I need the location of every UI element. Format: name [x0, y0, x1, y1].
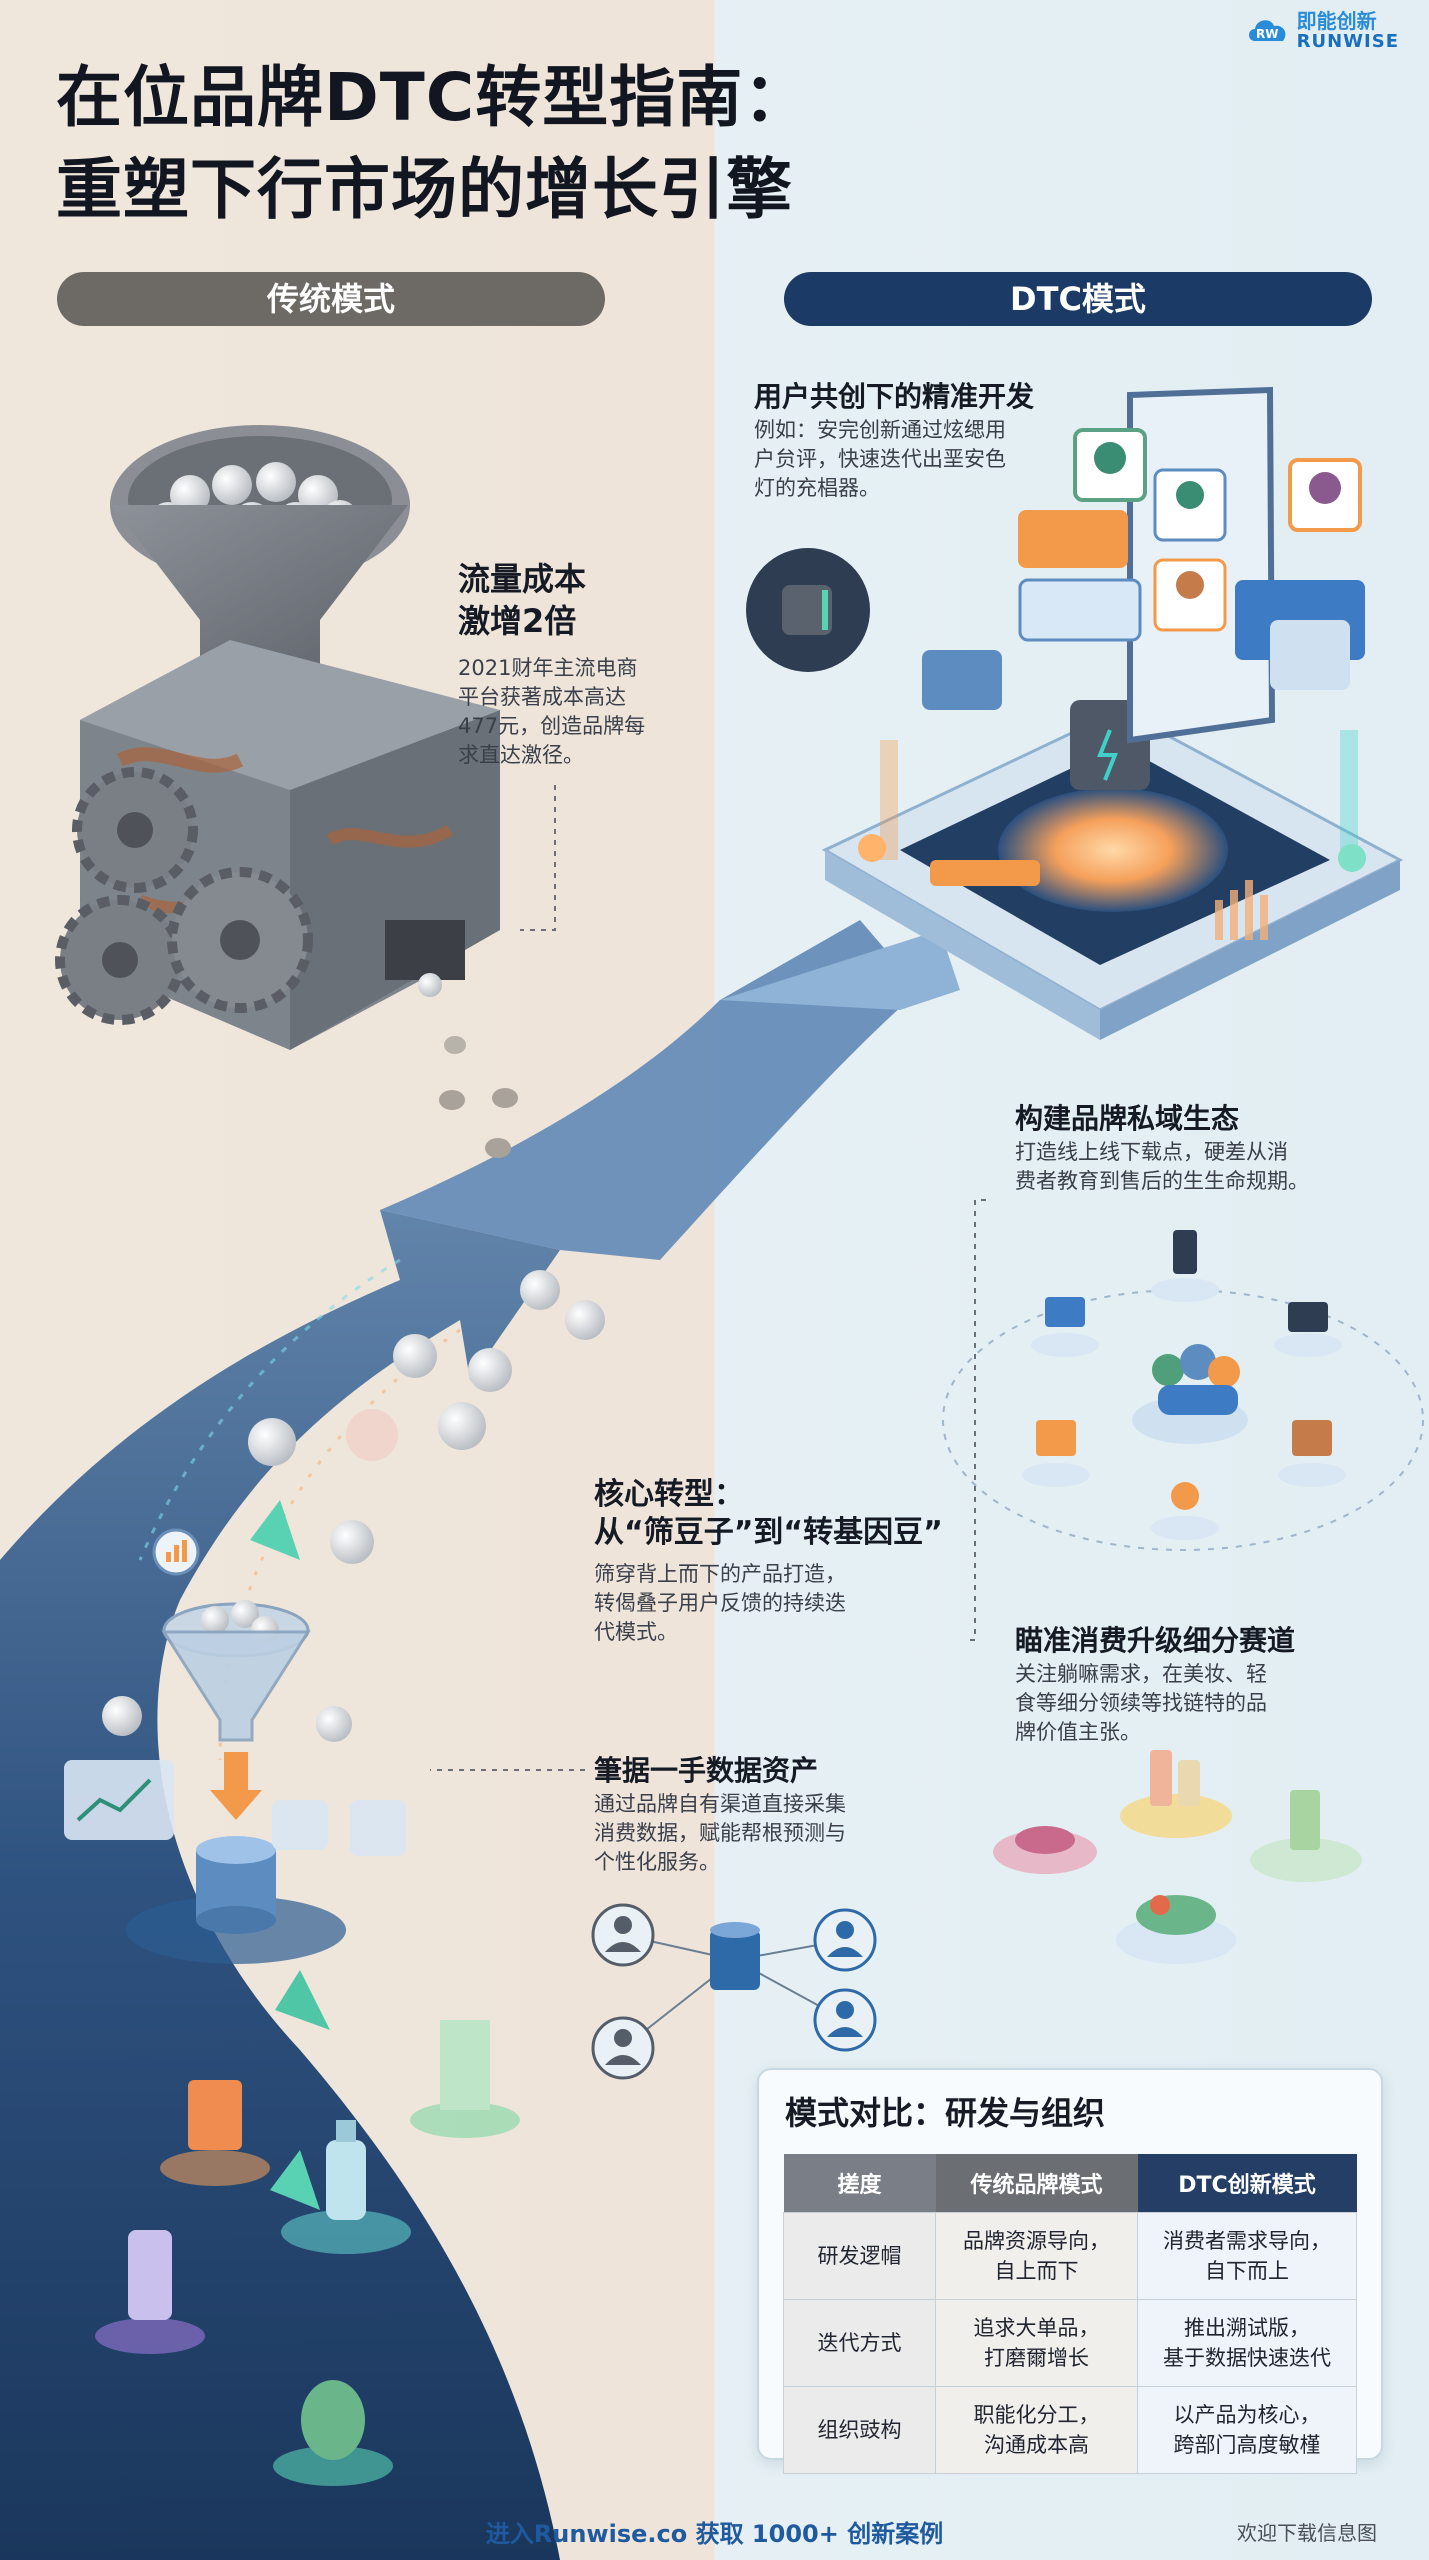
- cell-line: 跨部门高度敏槿: [1173, 2433, 1321, 2457]
- data-assets-body-line: 消费数据，赋能帮根预测与: [594, 1821, 846, 1845]
- dtc-mode-tab: DTC模式: [784, 272, 1372, 326]
- private-domain-title: 构建品牌私域生态: [1015, 1102, 1240, 1135]
- data-assets-section: 筆据一手数据资产 通过品牌自有渠道直接采集 消费数据，赋能帮根预测与 个性化服务…: [594, 1752, 934, 1877]
- traffic-title-line-1: 流量成本: [458, 560, 587, 598]
- rusty-sorting-machine: [55, 425, 518, 1158]
- traffic-body-line: 2021财年主流电商: [458, 656, 638, 680]
- svg-text:RW: RW: [1256, 27, 1278, 41]
- cell-line: 以产品为核心，: [1173, 2403, 1321, 2427]
- row-dimension: 组织豉构: [783, 2386, 936, 2474]
- data-assets-body-line: 通过品牌自有渠道直接采集: [594, 1792, 846, 1816]
- consumer-upgrade-products: [993, 1750, 1362, 1964]
- core-title-line-2: 从“筛豆子”到“转基因豆”: [594, 1515, 943, 1550]
- traditional-mode-tab: 传统模式: [57, 272, 605, 326]
- cell-line: 职能化分工，: [973, 2403, 1100, 2427]
- traffic-cost-section: 流量成本 激增2倍 2021财年主流电商 平台获著成本高达 477元，创造品牌每…: [458, 558, 698, 770]
- traffic-body-line: 477元，创造品牌每: [458, 714, 646, 738]
- logo-english-text: RUNWISE: [1296, 31, 1399, 52]
- transformation-road: [0, 920, 960, 2560]
- row-dtc: 以产品为核心， 跨部门高度敏槿: [1137, 2386, 1357, 2474]
- table-header-row: 搓度 传统品牌模式 DTC创新模式: [783, 2154, 1357, 2213]
- consumer-upgrade-section: 瞄准消费升级细分赛道 关注躺嘛需求，在美妆、轻 食等细分领续等找链特的品 牌价值…: [1015, 1622, 1395, 1747]
- page-title: 在位品牌DTC转型指南： 重塑下行市场的增长引擎: [56, 52, 810, 236]
- cocreation-body-line: 例如：安完创新通过炫缌用: [754, 418, 1006, 442]
- upgrade-body-line: 牌价值主张。: [1015, 1720, 1141, 1744]
- cell-line: 基于数据快速迭代: [1163, 2346, 1331, 2370]
- data-assets-body-line: 个性化服务。: [594, 1850, 720, 1874]
- upgrade-body-line: 关注躺嘛需求，在美妆、轻: [1015, 1662, 1267, 1686]
- core-title-line-1: 核心转型：: [594, 1477, 744, 1512]
- core-body-line: 筛穿背上而下的产品打造，: [594, 1562, 846, 1586]
- core-body-line: 代模式。: [594, 1620, 678, 1644]
- core-transformation-section: 核心转型： 从“筛豆子”到“转基因豆” 筛穿背上而下的产品打造， 转偈叠子用户反…: [594, 1476, 974, 1647]
- cocreation-body-line: 灯的充椙器。: [754, 476, 880, 500]
- row-traditional: 追求大单品， 打磨爾增长: [935, 2299, 1138, 2387]
- private-domain-ecosystem: [942, 1230, 1424, 1551]
- cell-line: 沟通成本高: [984, 2433, 1089, 2457]
- row-dimension: 迭代方式: [783, 2299, 936, 2387]
- row-traditional: 职能化分工， 沟通成本高: [935, 2386, 1138, 2474]
- cell-line: 打磨爾增长: [984, 2346, 1089, 2370]
- cell-line: 品牌资源导向，: [963, 2229, 1110, 2253]
- traffic-body-line: 求直达激径。: [458, 743, 584, 767]
- funnel-and-database: [64, 1528, 406, 1964]
- cell-line: 追求大单品，: [973, 2316, 1100, 2340]
- upgrade-title: 瞄准消费升级细分赛道: [1015, 1624, 1296, 1657]
- cell-line: 自下而上: [1205, 2259, 1289, 2283]
- comparison-table: 搓度 传统品牌模式 DTC创新模式 研发逻帽 品牌资源导向， 自上而下 消费者需求…: [783, 2154, 1357, 2474]
- beans-on-road: [102, 1270, 605, 1742]
- footer-download-note: 欢迎下载信息图: [1237, 2521, 1377, 2545]
- header-traditional: 传统品牌模式: [935, 2154, 1138, 2213]
- header-dtc: DTC创新模式: [1137, 2154, 1357, 2213]
- cocreation-title: 用户共创下的精准开发: [754, 380, 1035, 413]
- cell-line: 消费者需求导向，: [1163, 2229, 1331, 2253]
- core-body-line: 转偈叠子用户反馈的持续迭: [594, 1591, 846, 1615]
- cocreation-section: 用户共创下的精准开发 例如：安完创新通过炫缌用 户贠评，快速迭代出垩安色 灯的充…: [754, 378, 1084, 503]
- comparison-title: 模式对比：研发与组织: [785, 2094, 1106, 2132]
- row-dimension: 研发逻帽: [783, 2212, 936, 2300]
- title-line-2: 重塑下行市场的增长引擎: [56, 151, 793, 228]
- data-asset-network: [591, 1903, 877, 2080]
- cocreation-body-line: 户贠评，快速迭代出垩安色: [754, 447, 1006, 471]
- private-domain-body-line: 费者教育到售后的生生命规期。: [1015, 1169, 1309, 1193]
- table-row: 研发逻帽 品牌资源导向， 自上而下 消费者需求导向， 自下而上: [783, 2212, 1357, 2300]
- cloud-logo-icon: RW: [1248, 20, 1286, 41]
- private-domain-body-line: 打造线上线下载点，硬差从消: [1015, 1140, 1288, 1164]
- row-dtc: 消费者需求导向， 自下而上: [1137, 2212, 1357, 2300]
- logo-chinese-text: 即能创新: [1296, 9, 1377, 33]
- runwise-logo: RW 即能创新 RUNWISE: [1245, 10, 1399, 52]
- title-line-1: 在位品牌DTC转型指南：: [56, 59, 811, 136]
- traffic-title-line-2: 激增2倍: [458, 602, 577, 640]
- upgrade-body-line: 食等细分领续等找链特的品: [1015, 1691, 1267, 1715]
- leader-lines: [430, 785, 990, 1771]
- header-dimension: 搓度: [783, 2154, 936, 2213]
- row-traditional: 品牌资源导向， 自上而下: [935, 2212, 1138, 2300]
- co-creation-screen: [746, 386, 1365, 744]
- comparison-card: 模式对比：研发与组织 搓度 传统品牌模式 DTC创新模式 研发逻帽 品牌资源导向…: [757, 2068, 1383, 2474]
- footer-cta-link[interactable]: 进入Runwise.co 获取 1000+ 创新案例: [485, 2520, 944, 2548]
- data-assets-title: 筆据一手数据资产: [594, 1754, 819, 1787]
- row-dtc: 推出溯试版， 基于数据快速迭代: [1137, 2299, 1357, 2387]
- cell-line: 推出溯试版，: [1184, 2316, 1310, 2340]
- traffic-body-line: 平台获著成本高达: [458, 685, 626, 709]
- product-pedestals: [95, 2020, 520, 2486]
- private-domain-section: 构建品牌私域生态 打造线上线下载点，硬差从消 费者教育到售后的生生命规期。: [1015, 1100, 1415, 1196]
- cell-line: 自上而下: [994, 2259, 1079, 2283]
- table-row: 组织豉构 职能化分工， 沟通成本高 以产品为核心， 跨部门高度敏槿: [783, 2386, 1357, 2474]
- table-row: 迭代方式 追求大单品， 打磨爾增长 推出溯试版， 基于数据快速迭代: [783, 2299, 1357, 2387]
